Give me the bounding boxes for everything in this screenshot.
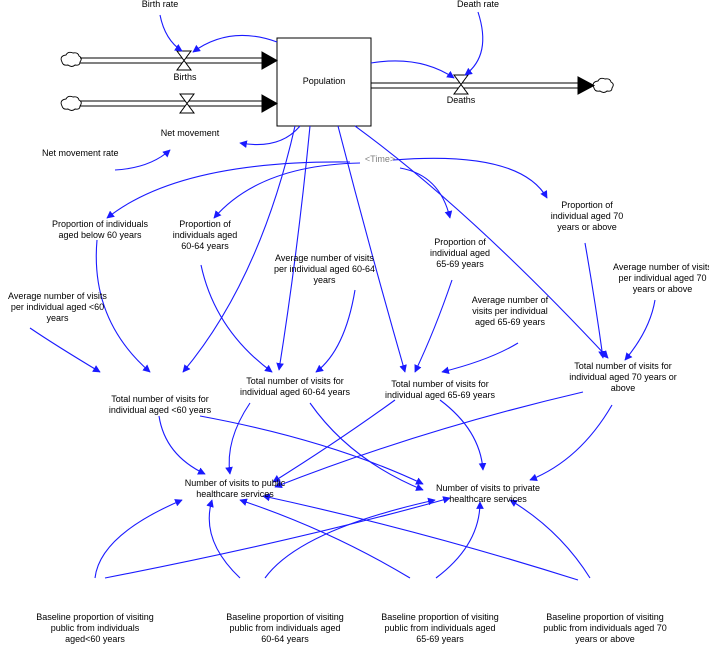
cloud-sink-deaths-icon [592,77,614,93]
link-total-6569-private [439,399,487,471]
link-prop-below60-total-below60 [95,239,151,373]
link-time-prop-70plus [392,157,548,199]
link-avg-70plus-total-70plus [624,299,656,361]
births-label: Births [173,72,197,82]
base-6064-label: Baseline proportion of visiting public f… [226,612,344,644]
avg-below60-label: Average number of visits per individual … [8,291,107,323]
prop-6064-label: Proportion of individuals aged 60-64 yea… [172,219,238,251]
total-6064-label: Total number of visits for individual ag… [239,376,351,397]
link-time-prop-6569 [399,167,453,219]
link-prop-6569-total-6569 [414,279,453,373]
link-total-6064-public [225,402,251,475]
link-prop-70plus-total-70plus [584,242,606,359]
deaths-flow-pipe [371,76,596,95]
prop-70plus-label: Proportion of individual aged 70 years o… [550,200,624,232]
link-population-deaths [370,60,455,79]
link-total-6064-private [309,402,424,491]
total-below60-label: Total number of visits for individual ag… [108,394,212,415]
total-70plus-label: Total number of visits for individual ag… [569,361,677,393]
link-total-6569-public [272,399,396,483]
births-flow-pipe [80,51,279,70]
total-6569-label: Total number of visits for individual ag… [384,379,496,400]
population-stock-box [276,37,372,127]
link-base-6569-public [239,498,411,579]
avg-70plus-label: Average number of visits per individual … [613,262,709,294]
link-population-births [192,34,278,53]
births-valve-icon [176,50,192,71]
link-total-below60-public [158,415,206,475]
link-deathrate-deaths [464,11,484,76]
link-base-below60-private [104,496,451,579]
avg-6064-label: Average number of visits per individual … [273,253,376,285]
link-avg-6569-total-6569 [441,342,519,375]
link-birthrate-births [159,14,183,52]
population-label: Population [302,76,346,86]
link-base-70plus-public [262,493,579,581]
avg-6569-label: Average number of visits per individual … [471,295,549,327]
link-total-70plus-private [529,404,613,481]
link-prop-6064-total-6064 [200,264,273,373]
link-time-prop-below60 [106,161,351,219]
netmovement-flow-pipe [80,94,279,113]
birth-rate-label: Birth rate [141,0,179,9]
base-6569-label: Baseline proportion of visiting public f… [381,612,499,644]
link-population-total-below60 [182,125,296,373]
public-visits-label: Number of visits to public healthcare se… [184,478,286,499]
link-base-6569-private [435,501,484,579]
link-base-6064-public [206,499,241,579]
netmovement-valve-icon [179,93,195,114]
base-below60-label: Baseline proportion of visiting public f… [36,612,154,644]
link-base-6064-private [264,497,436,579]
prop-below60-label: Proportion of individuals aged below 60 … [51,219,149,240]
link-total-70plus-public [274,391,584,489]
death-rate-label: Death rate [456,0,500,9]
link-population-total-6064 [276,125,311,371]
link-population-total-6569 [337,125,407,373]
link-base-below60-public [94,499,183,579]
private-visits-label: Number of visits to private healthcare s… [435,483,541,504]
link-total-below60-private [199,415,424,485]
link-avg-6064-total-6064 [315,289,356,373]
link-base-70plus-private [509,499,591,579]
link-population-total-70plus [354,125,609,359]
net-movement-label: Net movement [160,128,220,138]
link-netmovementrate-netmovement [114,149,171,171]
base-70plus-label: Baseline proportion of visiting public f… [543,612,667,644]
prop-6569-label: Proportion of individual aged 65-69 year… [429,237,491,269]
link-avg-below60-total-below60 [29,327,101,373]
time-shadow-label: <Time> [364,154,396,164]
deaths-valve-icon [453,74,469,95]
link-time-prop-6064 [213,162,361,219]
cloud-source-births-icon [60,51,82,67]
link-population-netmovement [239,125,301,148]
cloud-source-netmovement-icon [60,95,82,111]
net-movement-rate-label: Net movement rate [42,148,119,158]
deaths-label: Deaths [446,95,476,105]
